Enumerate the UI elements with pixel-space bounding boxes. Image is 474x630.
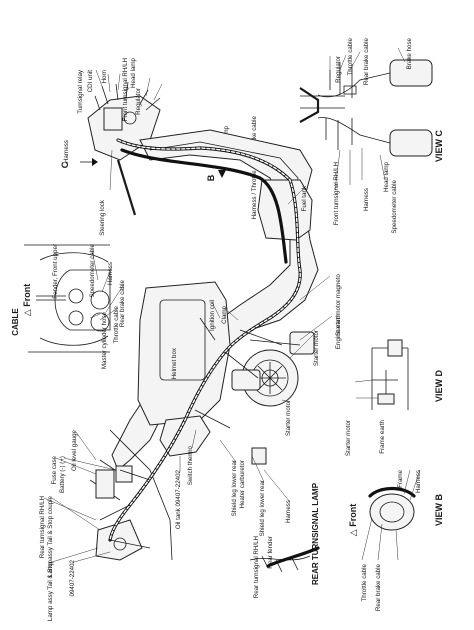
label-oil-level-gauge: Oil level gauge [71,429,78,470]
label-harness-rear: Harness [285,500,292,523]
label-head-lamp-c: Head lamp [383,161,390,191]
label-cdi-unit: CDI unit [87,70,94,93]
label-starter-motor-magneto: Starter motor magneto [335,273,342,335]
label-master-cylinder-hose: Master cylinder hose [101,311,108,369]
leader-lines [43,187,333,563]
label-clamp-mid: Clamp [221,305,228,323]
main-frame [24,129,319,561]
label-shield-leg-lower: Shield leg lower rear [231,460,238,516]
label-shield-leg-lower-rear: Shield leg lower rear [259,480,266,536]
view-b-figure [361,469,421,561]
label-throttle-cable-b: Throttle cable [361,563,368,601]
front-direction-marker-b: △ Front [348,504,358,536]
label-head-lamp-top: Head lamp [130,57,137,87]
view-b-title: VIEW B [434,494,444,527]
label-ignition-coil: Ignition coil [209,300,216,331]
label-turnsignal-relay: Turnsignal relay [77,69,84,114]
rear-turnsignal-lamp-title: REAR TURNSIGNAL LAMP [311,482,320,585]
label-starter-motor-d: Starter motor [345,420,352,456]
label-harness-b: Harness [415,470,422,493]
label-rear-fender: Rear fender [267,536,274,569]
label-throttle-cable-c: Throttle cable [347,37,354,75]
label-part-09407: 09407-22402 [69,559,76,596]
front-direction-marker: △ Front [22,284,32,316]
label-rear-brake-cable-b: Rear brake cable [375,563,382,611]
main-harness-routing [99,138,302,549]
svg-text:B: B [206,174,216,181]
label-front-turnsignal-top: Front turnsignal RH/LH [122,58,129,121]
label-rear-brake-cable-mid: Rear brake cable [119,279,126,327]
label-frame-b: Frame [397,469,404,487]
label-starter-motor-mid: Starter motor [313,330,320,366]
label-speedometer-cable-mid: Speedometer cable [89,243,96,297]
svg-text:C: C [60,161,70,168]
label-oil-tank: Oil tank 09407-22402 [175,469,182,529]
label-lamp-assy-tail-stop: Lamp assy Tail & Stop [47,559,54,621]
label-fender-front-upper: Fender, Front upper [52,244,59,299]
label-rear-turnsignal-top: Rear turnsignal RH/LH [39,496,46,558]
label-harness-mid: Harness [107,262,114,285]
view-c-figure [299,47,433,191]
label-brake-hose: Brake hose [406,37,413,69]
label-battery: Battery (-) (+) [59,456,66,493]
marker-b: B [206,170,226,181]
view-d-figure [354,339,409,410]
label-harness-c: Harness [363,188,370,211]
label-starter-motor-lower: Starter motor [285,400,292,436]
label-heater-carburetor: Heater carburetor [239,460,246,509]
label-regulator: Regulator [335,56,342,83]
page-title: CABLE [11,308,20,336]
label-fuel-tank: Fuel tank [301,185,308,211]
label-helmet-box: Helmet box [171,347,178,379]
label-regulator-top: Regulator [135,88,142,115]
label-steering-lock: Steering lock [99,199,106,236]
label-lamp-assy-coupler: Lamp assy Tail & Stop couple [47,495,54,577]
label-rear-turnsignal-bottom: Rear turnsignal RH/LH [253,536,260,598]
marker-c: C [60,158,98,168]
label-throttle-cable-mid: Throttle cable [113,305,120,343]
label-frame-earth: Frame earth [379,419,386,453]
label-front-turnsignal-c: Front turnsignal RH/LH [333,162,340,225]
label-switch-thermo: Switch thermo [187,445,194,485]
label-rear-brake-cable-c: Rear brake cable [363,37,370,85]
label-fuse-case: Fuse case [51,455,58,484]
label-speedometer-cable-c: Speedometer cable [391,179,398,233]
rear-turnsignal-lamp-figure [249,546,320,573]
label-engine-earth: Engine earth [335,313,342,349]
view-d-title: VIEW D [434,370,444,403]
label-horn: Horn [101,69,108,83]
label-harness-top: Harness [63,140,70,163]
view-c-title: VIEW C [434,130,444,163]
